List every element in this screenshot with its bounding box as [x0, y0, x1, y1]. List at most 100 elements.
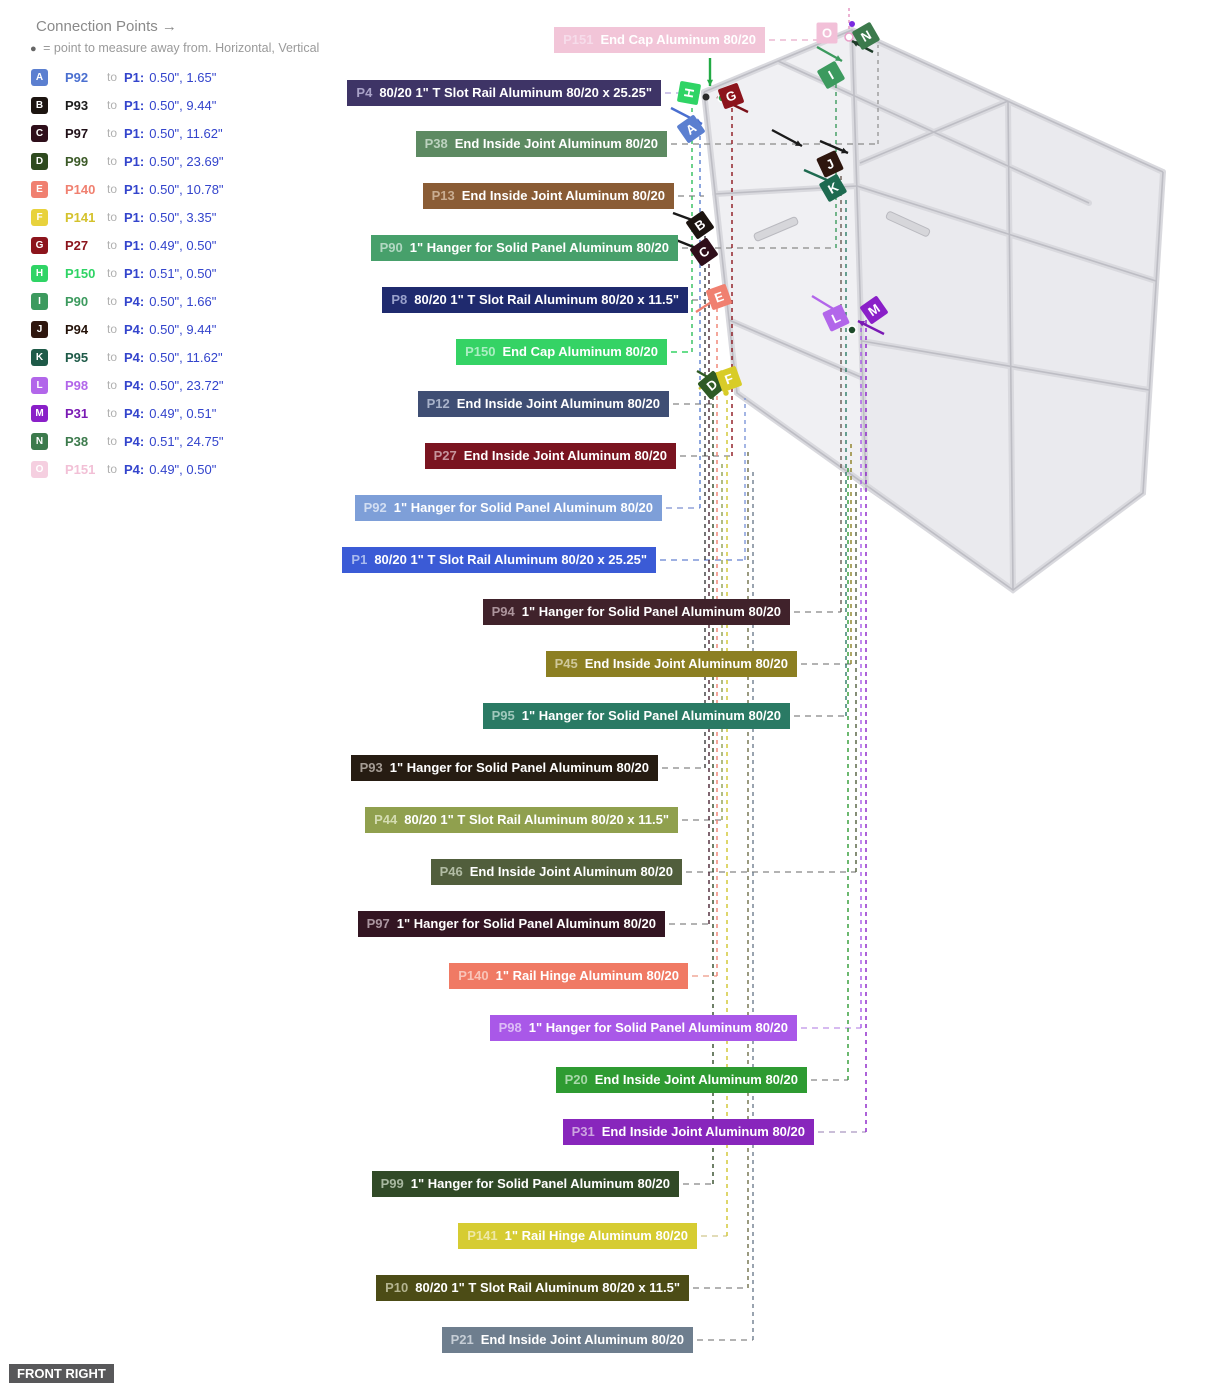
- part-label-prefix: P44: [374, 812, 398, 827]
- to-word: to: [107, 210, 118, 224]
- part-label-text: 1" Hanger for Solid Panel Aluminum 80/20: [396, 916, 656, 931]
- measure-point-dot: [849, 21, 855, 27]
- part-label-text: End Inside Joint Aluminum 80/20: [584, 656, 788, 671]
- reference-part: P4:: [124, 433, 145, 449]
- part-label-prefix: P38: [424, 136, 448, 151]
- offset-measurements: 0.50", 11.62": [149, 125, 223, 141]
- measure-point-dot: [844, 32, 854, 42]
- part-label-prefix: P12: [426, 396, 450, 411]
- offset-measurements: 0.50", 1.65": [149, 69, 217, 85]
- offset-measurements: 0.50", 10.78": [149, 181, 224, 197]
- part-label-prefix: P141: [467, 1228, 498, 1243]
- view-name-button[interactable]: FRONT RIGHT: [9, 1364, 114, 1383]
- to-word: to: [107, 294, 118, 308]
- to-word: to: [107, 70, 118, 84]
- reference-part: P1:: [124, 125, 145, 141]
- connection-letter-badge: F: [31, 208, 48, 226]
- part-number: P95: [65, 349, 89, 365]
- part-label-prefix: P150: [465, 344, 496, 359]
- to-word: to: [107, 350, 118, 364]
- model-connection-badge-N: N: [852, 22, 880, 50]
- legend-note: ● = point to measure away from. Horizont…: [30, 41, 319, 55]
- model-connection-badge-F: F: [716, 366, 742, 392]
- part-number: P27: [65, 237, 89, 253]
- connection-letter-badge: I: [31, 292, 48, 310]
- part-label-text: End Inside Joint Aluminum 80/20: [461, 188, 665, 203]
- part-label-text: 1" Hanger for Solid Panel Aluminum 80/20: [409, 240, 669, 255]
- part-label-prefix: P140: [458, 968, 489, 983]
- reference-part: P4:: [124, 321, 145, 337]
- part-label-text: 1" Rail Hinge Aluminum 80/20: [495, 968, 679, 983]
- to-word: to: [107, 434, 118, 448]
- to-word: to: [107, 266, 118, 280]
- part-label-P94: P94 1" Hanger for Solid Panel Aluminum 80…: [482, 599, 790, 625]
- offset-measurements: 0.49", 0.51": [149, 405, 217, 421]
- part-label-prefix: P98: [498, 1020, 522, 1035]
- part-label-prefix: P99: [380, 1176, 404, 1191]
- connection-letter-badge: N: [31, 432, 48, 450]
- model-connection-badge-M: M: [860, 296, 888, 324]
- to-word: to: [107, 462, 118, 476]
- part-label-P21: P21 End Inside Joint Aluminum 80/20: [441, 1327, 693, 1353]
- part-label-prefix: P21: [450, 1332, 474, 1347]
- part-label-P93: P93 1" Hanger for Solid Panel Aluminum 80…: [350, 755, 658, 781]
- model-connection-badge-G: G: [718, 83, 744, 109]
- part-label-prefix: P10: [385, 1280, 409, 1295]
- leader-lines: [660, 33, 879, 1341]
- part-label-text: End Inside Joint Aluminum 80/20: [480, 1332, 684, 1347]
- part-number: P150: [65, 265, 96, 281]
- part-label-P97: P97 1" Hanger for Solid Panel Aluminum 80…: [357, 911, 665, 937]
- part-label-text: 80/20 1" T Slot Rail Aluminum 80/20 x 11…: [404, 812, 669, 827]
- part-number: P98: [65, 377, 89, 393]
- part-label-P140: P140 1" Rail Hinge Aluminum 80/20: [449, 963, 688, 989]
- part-label-P98: P98 1" Hanger for Solid Panel Aluminum 80…: [489, 1015, 797, 1041]
- offset-measurements: 0.50", 3.35": [149, 209, 217, 225]
- to-word: to: [107, 98, 118, 112]
- connection-letter-badge: L: [31, 376, 48, 394]
- to-word: to: [107, 322, 118, 336]
- part-label-text: 1" Hanger for Solid Panel Aluminum 80/20: [521, 604, 781, 619]
- model-connection-badge-C: C: [690, 238, 718, 266]
- model-connection-badge-J: J: [816, 150, 844, 178]
- part-label-text: 80/20 1" T Slot Rail Aluminum 80/20 x 25…: [374, 552, 647, 567]
- connection-letter-badge: E: [31, 180, 48, 198]
- part-label-prefix: P13: [431, 188, 455, 203]
- connection-letter-badge: H: [31, 264, 48, 282]
- model-connection-badge-A: A: [677, 115, 705, 143]
- reference-part: P1:: [124, 69, 145, 85]
- part-label-prefix: P20: [564, 1072, 588, 1087]
- reference-part: P1:: [124, 237, 145, 253]
- connection-letter-badge: G: [31, 236, 48, 254]
- connection-letter-badge: A: [31, 68, 48, 86]
- to-word: to: [107, 238, 118, 252]
- part-label-prefix: P97: [366, 916, 390, 931]
- part-label-prefix: P94: [491, 604, 515, 619]
- part-number: P90: [65, 293, 89, 309]
- part-label-prefix: P93: [359, 760, 383, 775]
- reference-part: P4:: [124, 405, 145, 421]
- part-label-text: 1" Hanger for Solid Panel Aluminum 80/20: [389, 760, 649, 775]
- part-label-text: End Inside Joint Aluminum 80/20: [601, 1124, 805, 1139]
- model-connection-badge-B: B: [686, 211, 714, 239]
- part-label-text: End Inside Joint Aluminum 80/20: [594, 1072, 798, 1087]
- part-label-text: 1" Hanger for Solid Panel Aluminum 80/20: [528, 1020, 788, 1035]
- measure-point-icon: ●: [30, 43, 37, 55]
- model-connection-badge-L: L: [822, 304, 850, 332]
- part-number: P140: [65, 181, 96, 197]
